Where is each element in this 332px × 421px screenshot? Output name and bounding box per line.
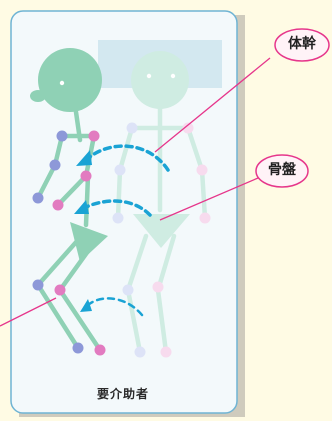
ghost-pelvis xyxy=(133,214,190,248)
current-eye xyxy=(59,80,65,86)
trunk-rotation-arrow xyxy=(84,144,170,172)
joint-pink xyxy=(88,130,100,142)
current-figure xyxy=(30,48,108,356)
current-head xyxy=(38,48,102,112)
ghost-joint xyxy=(114,164,126,176)
joint-blue xyxy=(32,279,44,291)
ghost-joint xyxy=(112,212,124,224)
joint-blue xyxy=(49,159,61,171)
trunk-label: 体幹 xyxy=(288,36,316,52)
current-pelvis xyxy=(70,222,108,262)
current-torso xyxy=(83,173,91,228)
ghost-joint xyxy=(199,212,211,224)
legs-leader-line xyxy=(0,297,57,327)
ghost-joint xyxy=(122,284,134,296)
pelvis-label: 骨盤 xyxy=(268,162,296,178)
joint-pink xyxy=(54,284,66,296)
ghost-eye-right xyxy=(170,73,176,79)
joint-blue xyxy=(56,130,68,142)
trunk-leader-line xyxy=(154,57,271,153)
joint-blue xyxy=(32,192,44,204)
ghost-figure xyxy=(112,51,211,358)
pelvis-arrow-head xyxy=(74,200,89,214)
ghost-joint xyxy=(126,122,138,134)
joint-pink xyxy=(94,344,106,356)
joint-pink xyxy=(80,170,92,182)
ghost-joint xyxy=(182,122,194,134)
ghost-joint xyxy=(196,164,208,176)
trunk-arrow-head xyxy=(76,150,92,166)
ghost-head xyxy=(131,51,189,109)
legs-rotation-arrow xyxy=(86,297,144,317)
ghost-eye-left xyxy=(146,73,152,79)
legs-arrow-head xyxy=(80,299,92,312)
caption: 要介助者 xyxy=(96,387,149,401)
joint-pink xyxy=(52,199,64,211)
pelvis-leader-line xyxy=(159,177,259,221)
current-ear xyxy=(30,90,46,102)
joint-blue xyxy=(72,342,84,354)
trunk-callout-bubble xyxy=(274,28,330,62)
pelvis-callout-bubble xyxy=(255,154,309,188)
ghost-joint xyxy=(152,281,164,293)
pelvis-rotation-arrow xyxy=(82,199,152,217)
ghost-joint xyxy=(134,346,146,358)
ghost-joint xyxy=(160,346,172,358)
